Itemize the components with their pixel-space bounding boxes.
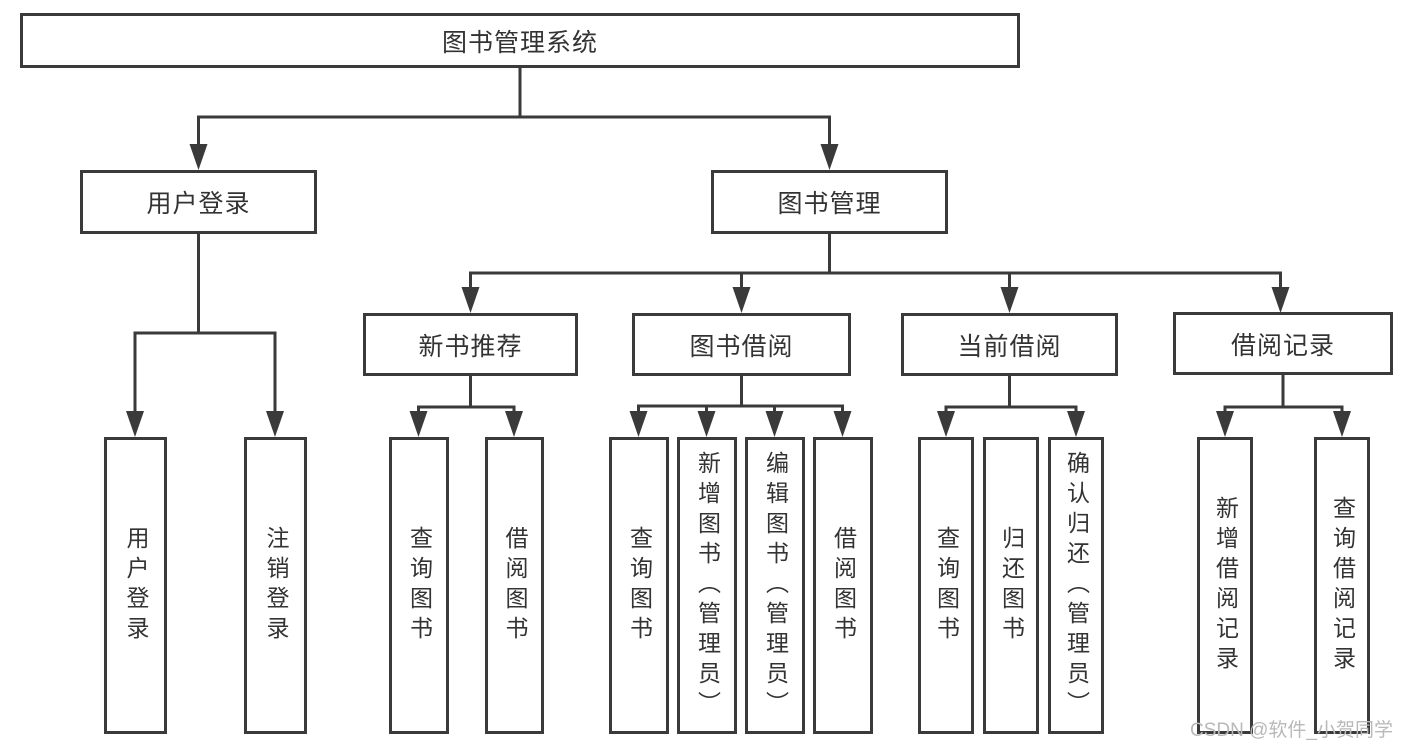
node-book-management: 图书管理	[711, 170, 948, 234]
node-current-borrowing-label: 当前借阅	[957, 332, 1062, 361]
node-borrowing-records-label: 借阅记录	[1230, 331, 1335, 360]
leaf-return-books: 归还图书	[983, 437, 1039, 734]
node-root-system-label: 图书管理系统	[441, 28, 598, 57]
leaf-recommend-query-books: 查询图书	[389, 437, 449, 734]
leaf-current-query-books-label: 查询图书	[933, 525, 960, 646]
leaf-logout: 注销登录	[244, 437, 307, 734]
leaf-recommend-borrow-books-label: 借阅图书	[502, 525, 528, 646]
node-user-login: 用户登录	[80, 170, 317, 234]
node-book-management-label: 图书管理	[777, 190, 882, 218]
leaf-edit-books-admin: 编辑图书（管理员）	[745, 437, 805, 734]
leaf-logout-label: 注销登录	[263, 525, 289, 646]
leaf-query-borrow-record-label: 查询借阅记录	[1329, 495, 1356, 676]
leaf-borrow-books: 借阅图书	[813, 437, 873, 734]
node-current-borrowing: 当前借阅	[901, 313, 1118, 376]
leaf-borrowing-query-books: 查询图书	[609, 437, 669, 734]
node-root-system: 图书管理系统	[20, 13, 1020, 68]
leaf-add-books-admin-label: 新增图书（管理员）	[694, 450, 721, 721]
leaf-borrowing-query-books-label: 查询图书	[626, 525, 653, 646]
leaf-user-login: 用户登录	[104, 437, 167, 734]
leaf-borrow-books-label: 借阅图书	[830, 525, 857, 646]
leaf-confirm-return-admin: 确认归还（管理员）	[1048, 437, 1104, 734]
leaf-add-borrow-record-label: 新增借阅记录	[1212, 495, 1239, 676]
leaf-current-query-books: 查询图书	[918, 437, 974, 734]
leaf-recommend-query-books-label: 查询图书	[406, 525, 433, 646]
tree-edges	[133, 68, 1344, 413]
node-new-book-recommend: 新书推荐	[363, 313, 578, 376]
node-user-login-label: 用户登录	[146, 190, 251, 218]
leaf-user-login-label: 用户登录	[123, 525, 149, 646]
leaf-recommend-borrow-books: 借阅图书	[485, 437, 544, 734]
leaf-query-borrow-record: 查询借阅记录	[1314, 437, 1370, 734]
node-book-borrowing: 图书借阅	[632, 313, 851, 376]
node-book-borrowing-label: 图书借阅	[689, 332, 794, 361]
node-borrowing-records: 借阅记录	[1173, 312, 1393, 375]
leaf-confirm-return-admin-label: 确认归还（管理员）	[1063, 450, 1090, 721]
leaf-add-borrow-record: 新增借阅记录	[1197, 437, 1253, 734]
node-new-book-recommend-label: 新书推荐	[418, 332, 523, 361]
leaf-add-books-admin: 新增图书（管理员）	[677, 437, 737, 734]
csdn-watermark: CSDN @软件_小贺同学	[1190, 720, 1393, 741]
leaf-edit-books-admin-label: 编辑图书（管理员）	[762, 450, 789, 721]
leaf-return-books-label: 归还图书	[998, 525, 1025, 646]
arrowheads	[126, 144, 1351, 437]
